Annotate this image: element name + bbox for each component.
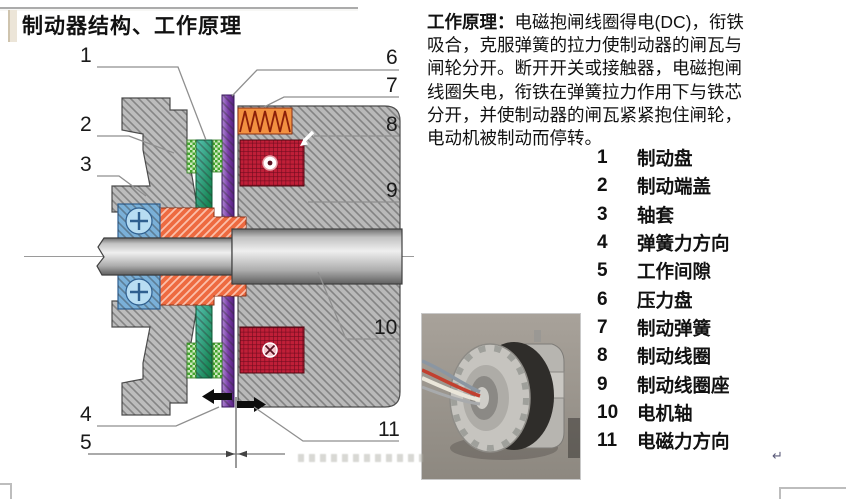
principle-line: 闸轮分开。断开开关或接触器，电磁抱闸 [427,58,742,79]
brake-wires [422,359,481,406]
callout-3: 3 [80,153,92,176]
brake-coil-part [239,139,305,374]
legend-item-9: 9 制动线圈座 [597,370,730,398]
principle-line: 工作原理：电磁抱闸线圈得电(DC)，衔铁 [427,12,744,32]
bearing-part [117,203,161,310]
callout-10: 10 [374,316,397,339]
page-title: 制动器结构、工作原理 [22,15,242,38]
legend-label: 制动端盖 [637,176,712,198]
coil-pointer-arrowhead [300,138,308,146]
legend-label: 制动线圈座 [637,374,730,396]
principle-line: 分开，并使制动器的闸瓦紧紧抱住闸轮， [427,104,742,125]
callout-4: 4 [80,403,92,426]
legend-number: 7 [597,316,608,338]
table-corner-bottom-left [0,483,12,499]
legend-label: 压力盘 [637,289,693,311]
brake-photo [421,313,581,480]
legend-item-3: 3 轴套 [597,201,730,229]
photo-edge-shadow [568,418,580,458]
callout-11: 11 [378,418,400,441]
title-accent-bar [8,10,17,42]
principle-line: 线圈失电，衔铁在弹簧拉力作用下与铁芯 [427,81,742,102]
legend-number: 11 [597,430,618,452]
gap-dimension [88,397,285,468]
brake-spring-part [237,107,293,135]
legend-item-6: 6 压力盘 [597,285,730,313]
shaft-sleeve-part [159,207,247,306]
legend-item-8: 8 制动线圈 [597,342,730,370]
principle-line: 电动机被制动而停转。 [427,128,602,149]
principle-line: 吸合，克服弹簧的拉力使制动器的闸瓦与 [427,35,742,56]
parts-legend: 1 制动盘 2 制动端盖 3 轴套 4 弹簧力方向 5 工作间隙 6 压力盘 7 制动弹簧 8… [597,144,730,455]
legend-label: 制动线圈 [637,346,712,368]
legend-number: 2 [597,175,608,197]
coil-housing-part [237,105,401,408]
magnet-force-arrow [236,397,266,412]
callout-9: 9 [386,179,398,202]
legend-item-1: 1 制动盘 [597,144,730,172]
motor-shaft-part [96,228,403,285]
legend-item-11: 11 电磁力方向 [597,427,730,455]
paragraph-return-mark: ↵ [772,448,783,463]
principle-heading: 工作原理： [427,12,515,32]
legend-item-7: 7 制动弹簧 [597,314,730,342]
callout-1: 1 [80,44,92,67]
top-divider-rule [0,7,358,9]
legend-number: 8 [597,345,608,367]
leader-lines [97,66,399,442]
legend-number: 10 [597,401,619,423]
callout-7: 7 [386,74,398,97]
legend-number: 3 [597,203,608,225]
legend-label: 制动弹簧 [637,317,712,339]
legend-item-5: 5 工作间隙 [597,257,730,285]
legend-number: 9 [597,373,608,395]
legend-number: 4 [597,232,608,254]
friction-lining-part [186,139,223,379]
legend-item-4: 4 弹簧力方向 [597,229,730,257]
legend-number: 5 [597,260,608,282]
legend-item-10: 10 电机轴 [597,399,730,427]
legend-label: 轴套 [637,204,675,226]
legend-label: 电机轴 [637,402,693,424]
legend-number: 6 [597,288,608,310]
legend-number: 1 [597,147,608,169]
end-cover-part [111,97,198,416]
legend-label: 制动盘 [637,148,693,170]
faint-watermark [298,454,423,462]
legend-label: 电磁力方向 [637,431,730,453]
table-corner-bottom-right [779,487,846,499]
callout-5: 5 [80,431,92,454]
callout-2: 2 [80,113,92,136]
pressure-plate-part [221,94,235,408]
brake-device [449,330,565,453]
coil-pointer-arrow [302,130,315,143]
callout-8: 8 [386,113,398,136]
working-principle-text: 工作原理：电磁抱闸线圈得电(DC)，衔铁 吸合，克服弹簧的拉力使制动器的闸瓦与 … [427,11,845,150]
legend-label: 工作间隙 [637,261,712,283]
brake-disc-part [195,139,213,379]
brake-cross-section-diagram: 1 2 3 4 5 6 7 8 9 10 11 [24,44,414,468]
callout-6: 6 [386,46,398,69]
legend-label: 弹簧力方向 [637,233,730,255]
spring-force-arrow [202,389,232,404]
legend-item-2: 2 制动端盖 [597,172,730,200]
